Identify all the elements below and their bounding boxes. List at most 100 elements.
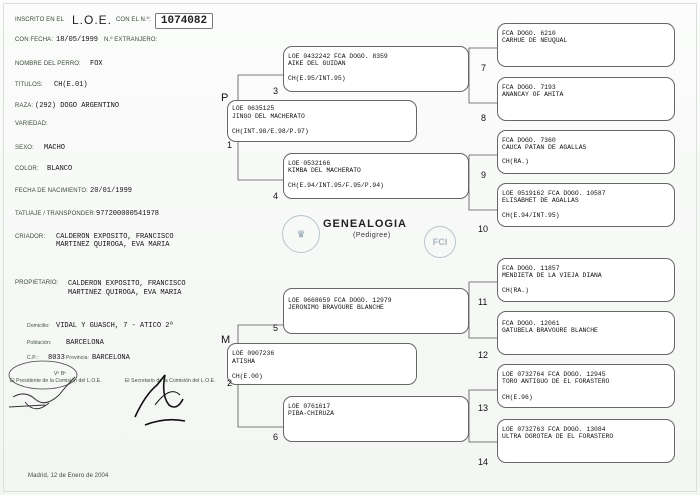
number-8: 8 — [481, 113, 487, 123]
fci-logo: FCI — [424, 226, 456, 258]
box-5-name: JERONIMO BRAVOURE BLANCHE — [288, 304, 384, 311]
box-12-name: GATUBELA BRAVOURE BLANCHE — [502, 327, 598, 334]
number-12: 12 — [478, 350, 489, 360]
box-7-name: CARHUE DE NEUQUAL — [502, 37, 568, 44]
box-10-name: ELISABHET DE AGALLAS — [502, 197, 579, 204]
number-1: 1 — [227, 140, 233, 150]
fecha-value: 18/05/1999 — [56, 36, 99, 44]
box-7-reg: FCA DOGO. 6210 — [502, 30, 556, 37]
box-11-reg: FCA DOGO. 11857 — [502, 265, 560, 272]
birth-value: 20/01/1999 — [90, 187, 133, 195]
pedigree-box-14: LOE 0732763 FCA DOGO. 13084 ULTRA DGROTE… — [497, 419, 675, 463]
pedigree-box-8: FCA DOGO. 7193 ANANCAY OF AHITA — [497, 77, 675, 121]
genealogy-title: GENEALOGIA — [323, 218, 407, 230]
inscrito-label: INSCRITO EN EL — [15, 17, 64, 23]
titles-value: CH(E.01) — [54, 81, 88, 89]
sex-label: SEXO: — [15, 145, 34, 151]
sex-value: MACHO — [44, 144, 66, 152]
owner-line1: CALDERON EXPOSITO, FRANCISCO — [68, 280, 186, 288]
box-11-name: MENDIETA DE LA VIEJA DIANA — [502, 272, 602, 279]
box-2-name: ATISHA — [232, 358, 256, 365]
box-3-titles: CH(E.95/INT.95) — [288, 75, 346, 82]
box-1-name: JINGO DEL MACHERATO — [232, 113, 305, 120]
owner-line2: MARTINEZ QUIROGA, EVA MARIA — [68, 289, 182, 297]
box-9-name: CAUCA PATAN DE AGALLAS — [502, 144, 587, 151]
box-10-titles: CH(E.94/INT.95) — [502, 212, 560, 219]
number-6: 6 — [273, 432, 279, 442]
box-4-reg: LOE 0532166 — [288, 160, 331, 167]
city-label: Población: — [27, 340, 52, 346]
number-2: 2 — [227, 378, 233, 388]
breeder-label: CRIADOR: — [15, 234, 46, 240]
pedigree-box-7: FCA DOGO. 6210 CARHUE DE NEUQUAL — [497, 23, 675, 67]
number-13: 13 — [478, 403, 489, 413]
box-2-reg: LOE 0907236 — [232, 350, 275, 357]
cp-value: 8033 — [48, 354, 65, 362]
box-8-reg: FCA DOGO. 7193 — [502, 84, 556, 91]
number-3: 3 — [273, 86, 279, 96]
box-6-name: PIBA-CHIRUZA — [288, 410, 335, 417]
pedigree-box-5: LOE 0668659 FCA DOGO. 12979 JERONIMO BRA… — [283, 288, 469, 334]
number-11: 11 — [478, 297, 488, 307]
tattoo-label: TATUAJE / TRANSPONDER: — [15, 211, 96, 217]
titles-label: TITULOS: — [15, 82, 43, 88]
box-10-reg: LOE 0519162 FCA DOGO. 10587 — [502, 190, 606, 197]
registry-name: L.O.E. — [72, 13, 113, 27]
place-date: Madrid, 12 de Enero de 2004 — [28, 473, 109, 479]
number-9: 9 — [481, 170, 487, 180]
box-9-titles: CH(RA.) — [502, 158, 529, 165]
box-2-titles: CH(E.00) — [232, 373, 263, 380]
number-label: CON EL N.º: — [116, 17, 151, 23]
pedigree-box-2: LOE 0907236 ATISHA CH(E.00) — [227, 343, 417, 385]
cp-label: C.P.: — [27, 355, 38, 361]
box-6-reg: LOE 0761617 — [288, 403, 331, 410]
box-1-reg: LOE 0635125 — [232, 105, 275, 112]
registration-number: 1074082 — [155, 13, 213, 29]
province-value: BARCELONA — [92, 354, 130, 362]
box-13-reg: LOE 0732764 FCA DOGO. 12945 — [502, 371, 606, 378]
vb-label: Vº Bº — [54, 371, 67, 377]
number-7: 7 — [481, 63, 487, 73]
pedigree-box-11: FCA DOGO. 11857 MENDIETA DE LA VIEJA DIA… — [497, 258, 675, 302]
pedigree-box-4: LOE 0532166 KIMBA DEL MACHERATO CH(E.94/… — [283, 153, 469, 199]
breeder-line2: MARTINEZ QUIROGA, EVA MARIA — [56, 241, 170, 249]
pedigree-box-10: LOE 0519162 FCA DOGO. 10587 ELISABHET DE… — [497, 183, 675, 227]
breed-label: RAZA: — [15, 103, 34, 109]
box-3-reg: LOE 0432242 FCA DOGO. 8359 — [288, 53, 388, 60]
pedigree-box-3: LOE 0432242 FCA DOGO. 8359 AIKE DEL GUID… — [283, 46, 469, 92]
box-9-reg: FCA DOGO. 7360 — [502, 137, 556, 144]
pedigree-box-13: LOE 0732764 FCA DOGO. 12945 TORO ANTIGUO… — [497, 364, 675, 408]
number-4: 4 — [273, 191, 279, 201]
fecha-label: CON FECHA: — [15, 37, 54, 43]
address-label: Domicilio: — [27, 323, 50, 329]
box-4-titles: CH(E.94/INT.95/F.95/P.94) — [288, 182, 384, 189]
owner-label: PROPIETARIO: — [15, 280, 59, 286]
paternal-marker: P — [221, 92, 229, 104]
number-14: 14 — [478, 457, 489, 467]
box-4-name: KIMBA DEL MACHERATO — [288, 167, 361, 174]
box-5-reg: LOE 0668659 FCA DOGO. 12979 — [288, 297, 392, 304]
breed-value: (292) DOGO ARGENTINO — [35, 102, 120, 110]
box-13-titles: CH(E.96) — [502, 394, 533, 401]
signature-scribbles — [8, 360, 186, 426]
pedigree-box-1: LOE 0635125 JINGO DEL MACHERATO CH(INT.9… — [227, 100, 417, 142]
crest-icon: ♛ — [282, 215, 320, 253]
extranjero-label: N.º EXTRANJERO: — [104, 37, 158, 43]
pedigree-subtitle: (Pedigree) — [353, 232, 391, 239]
pedigree-box-12: FCA DOGO. 12061 GATUBELA BRAVOURE BLANCH… — [497, 311, 675, 355]
president-label: El Presidente de la Comisión del L.O.E. — [10, 378, 102, 384]
number-10: 10 — [478, 224, 489, 234]
pedigree-box-9: FCA DOGO. 7360 CAUCA PATAN DE AGALLAS CH… — [497, 130, 675, 174]
tattoo-value: 977200000541978 — [96, 210, 160, 218]
box-14-name: ULTRA DGROTEA DE EL FORASTERO — [502, 433, 614, 440]
secretary-label: El Secretario de la Comisión del L.O.E. — [125, 378, 216, 384]
address-value: VIDAL Y GUASCH, 7 - ATICO 2ª — [56, 322, 174, 330]
maternal-marker: M — [221, 334, 231, 346]
color-value: BLANCO — [47, 165, 73, 173]
box-11-titles: CH(RA.) — [502, 287, 529, 294]
breeder-line1: CALDERON EXPOSITO, FRANCISCO — [56, 233, 174, 241]
box-14-reg: LOE 0732763 FCA DOGO. 13084 — [502, 426, 606, 433]
birth-label: FECHA DE NACIMIENTO: — [15, 188, 88, 194]
